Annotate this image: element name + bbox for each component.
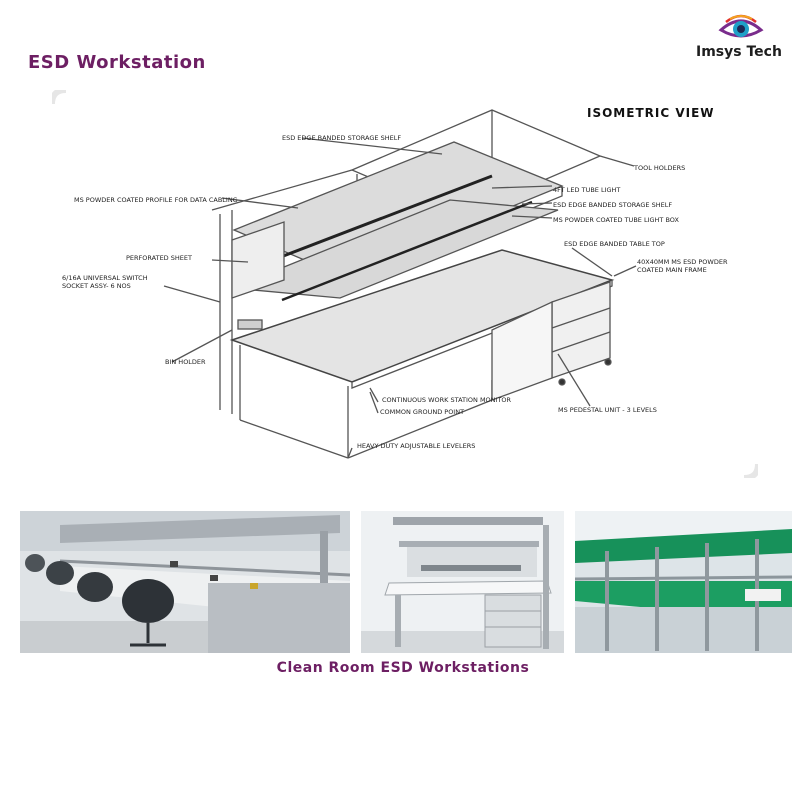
cleanroom-photo-right [575, 511, 792, 653]
cleanroom-photo-left [20, 511, 350, 653]
callout-main-frame: 40X40MM MS ESD POWDER COATED MAIN FRAME [637, 258, 728, 274]
gallery-caption: Clean Room ESD Workstations [276, 660, 530, 676]
callout-monitor: CONTINUOUS WORK STATION MONITOR [382, 396, 512, 404]
cleanroom-photo-center [361, 511, 564, 653]
brand-name: Imsys Tech [696, 44, 782, 60]
callout-pedestal: MS PEDESTAL UNIT - 3 LEVELS [558, 406, 657, 414]
isometric-drawing [52, 90, 758, 478]
callout-light-box: MS POWDER COATED TUBE LIGHT BOX [553, 216, 679, 224]
callout-ground-point: COMMON GROUND POINT [380, 408, 465, 416]
brand-logo: Imsys Tech [690, 12, 800, 64]
callout-storage-shelf: ESD EDGE BANDED STORAGE SHELF [282, 134, 402, 142]
eye-logo-icon [718, 14, 764, 38]
callout-led-light: 4FT LED TUBE LIGHT [553, 186, 621, 194]
callout-levelers: HEAVY DUTY ADJUSTABLE LEVELERS [357, 442, 476, 450]
view-title: ISOMETRIC VIEW [587, 106, 715, 120]
callout-tool-holders: TOOL HOLDERS [634, 164, 686, 172]
callout-table-top: ESD EDGE BANDED TABLE TOP [564, 240, 665, 248]
callout-storage-shelf-2: ESD EDGE BANDED STORAGE SHELF [553, 201, 673, 209]
callout-switch-socket: 6/16A UNIVERSAL SWITCH SOCKET ASSY- 6 NO… [62, 274, 148, 290]
page-title: ESD Workstation [28, 52, 206, 73]
callout-perforated-sheet: PERFORATED SHEET [126, 254, 192, 262]
callout-bin-holder: BIN HOLDER [165, 358, 206, 366]
callout-profile: MS POWDER COATED PROFILE FOR DATA CABLIN… [74, 196, 238, 204]
